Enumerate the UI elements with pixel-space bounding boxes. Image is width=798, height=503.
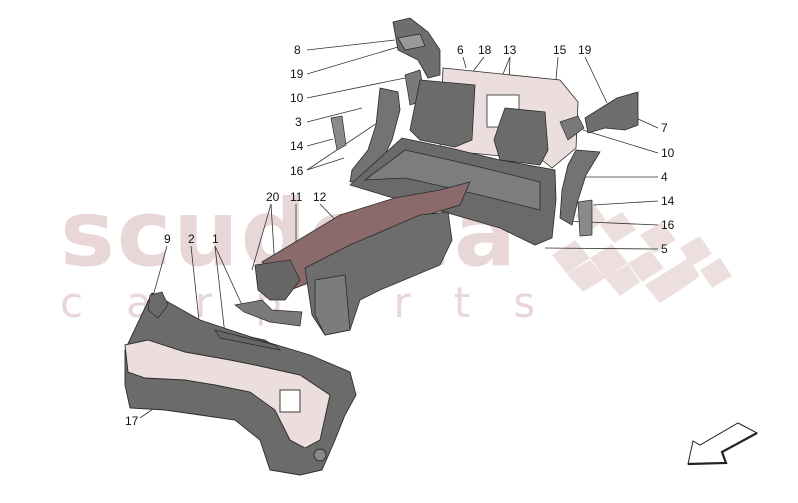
callout-13: 13: [503, 43, 517, 57]
part-17: [124, 292, 357, 476]
callout-10-left: 10: [290, 91, 304, 105]
callout-10-right: 10: [661, 146, 675, 160]
callout-3: 3: [295, 115, 302, 129]
callout-14-left: 14: [290, 139, 304, 153]
callout-15: 15: [553, 43, 567, 57]
callout-8: 8: [294, 43, 301, 57]
callout-6: 6: [457, 43, 464, 57]
callout-2: 2: [188, 232, 195, 246]
callout-16-right: 16: [661, 218, 675, 232]
callout-7: 7: [661, 121, 668, 135]
part-7: [584, 91, 639, 134]
part-13: [493, 107, 549, 166]
part-15: [559, 115, 585, 141]
callout-16-left: 16: [290, 164, 304, 178]
direction-arrow-icon: [687, 422, 759, 466]
callout-12: 12: [313, 190, 327, 204]
callout-19-right: 19: [578, 43, 592, 57]
callout-5: 5: [661, 242, 668, 256]
part-14-right: [577, 199, 593, 237]
part-2: [214, 329, 282, 351]
part-8: [392, 17, 441, 79]
part-9: [147, 291, 169, 319]
callout-20: 20: [266, 190, 280, 204]
part-4: [559, 149, 601, 226]
part-18: [409, 79, 476, 148]
callout-11: 11: [290, 190, 303, 204]
callout-17: 17: [125, 414, 139, 428]
part-11: [254, 211, 453, 336]
callout-4: 4: [661, 170, 668, 184]
callout-9: 9: [164, 232, 171, 246]
part-14-left: [330, 115, 347, 151]
callout-18: 18: [478, 43, 492, 57]
callout-14-right: 14: [661, 194, 675, 208]
callout-19-left: 19: [290, 67, 304, 81]
callout-1: 1: [212, 232, 219, 246]
